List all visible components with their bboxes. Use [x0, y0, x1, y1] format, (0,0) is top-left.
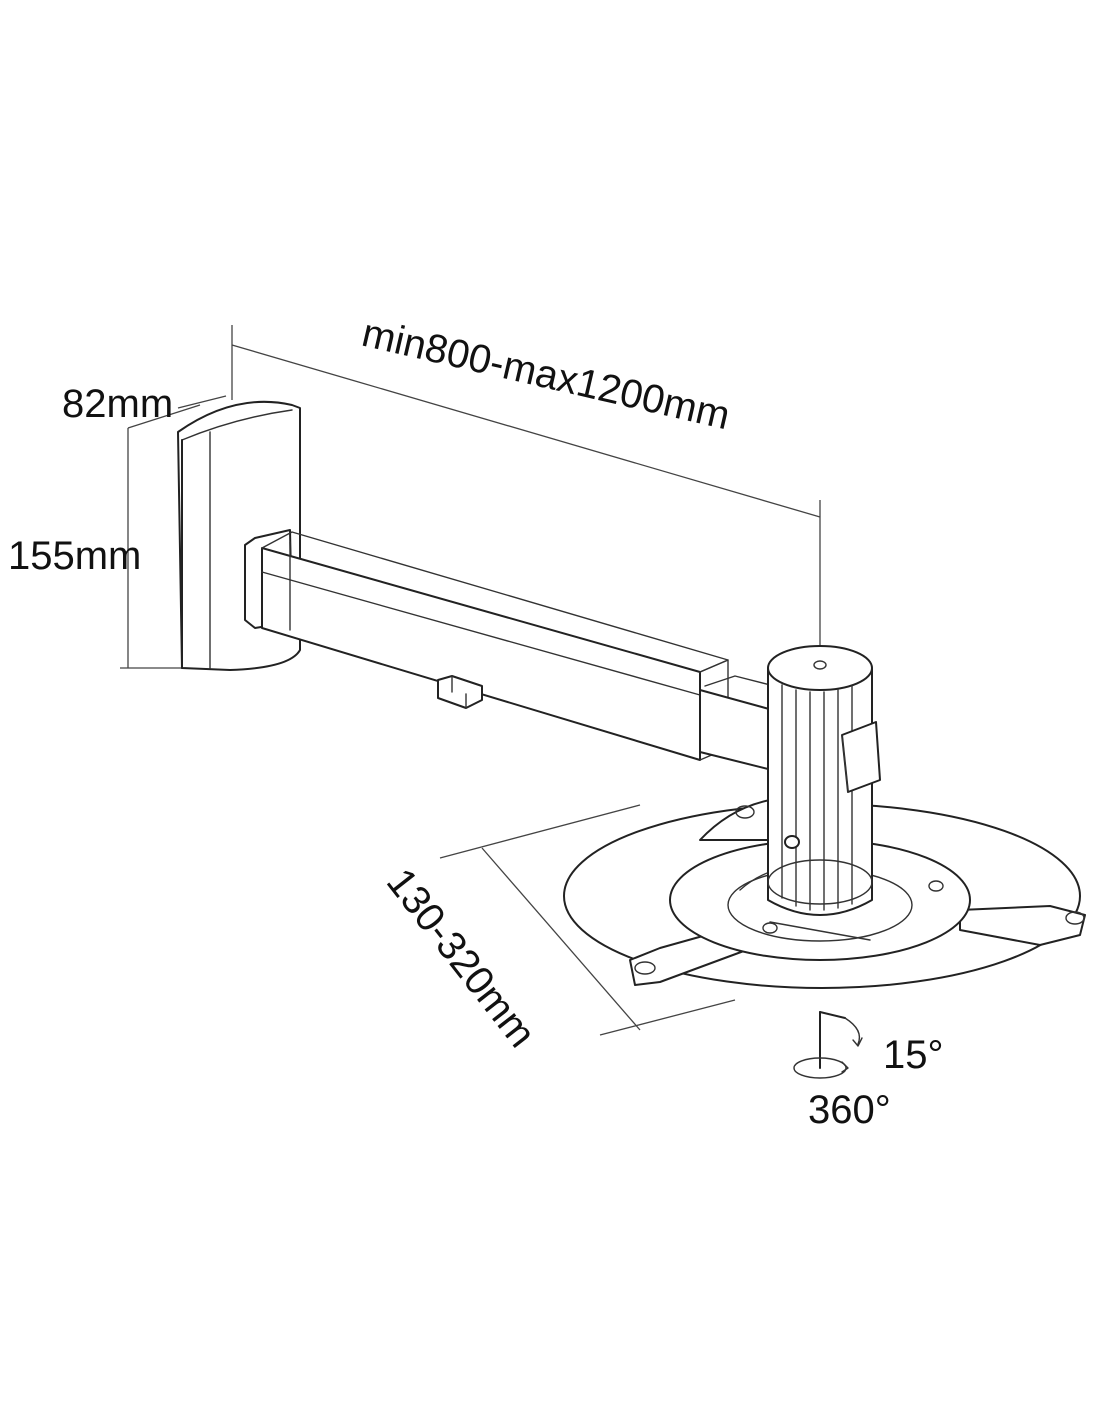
locking-knob [437, 675, 483, 709]
tilt-rotation-symbol [793, 1011, 863, 1079]
dimension-lines [120, 325, 821, 1036]
depth-dimension-label: 82mm [62, 382, 173, 426]
rotation-angle-label: 360° [808, 1088, 891, 1132]
arm-length-dimension-label: min800-max1200mm [358, 311, 734, 438]
mount-column [767, 645, 881, 916]
outer-arm [244, 529, 729, 761]
height-dimension-label: 155mm [8, 534, 141, 578]
tilt-angle-label: 15° [883, 1033, 944, 1077]
